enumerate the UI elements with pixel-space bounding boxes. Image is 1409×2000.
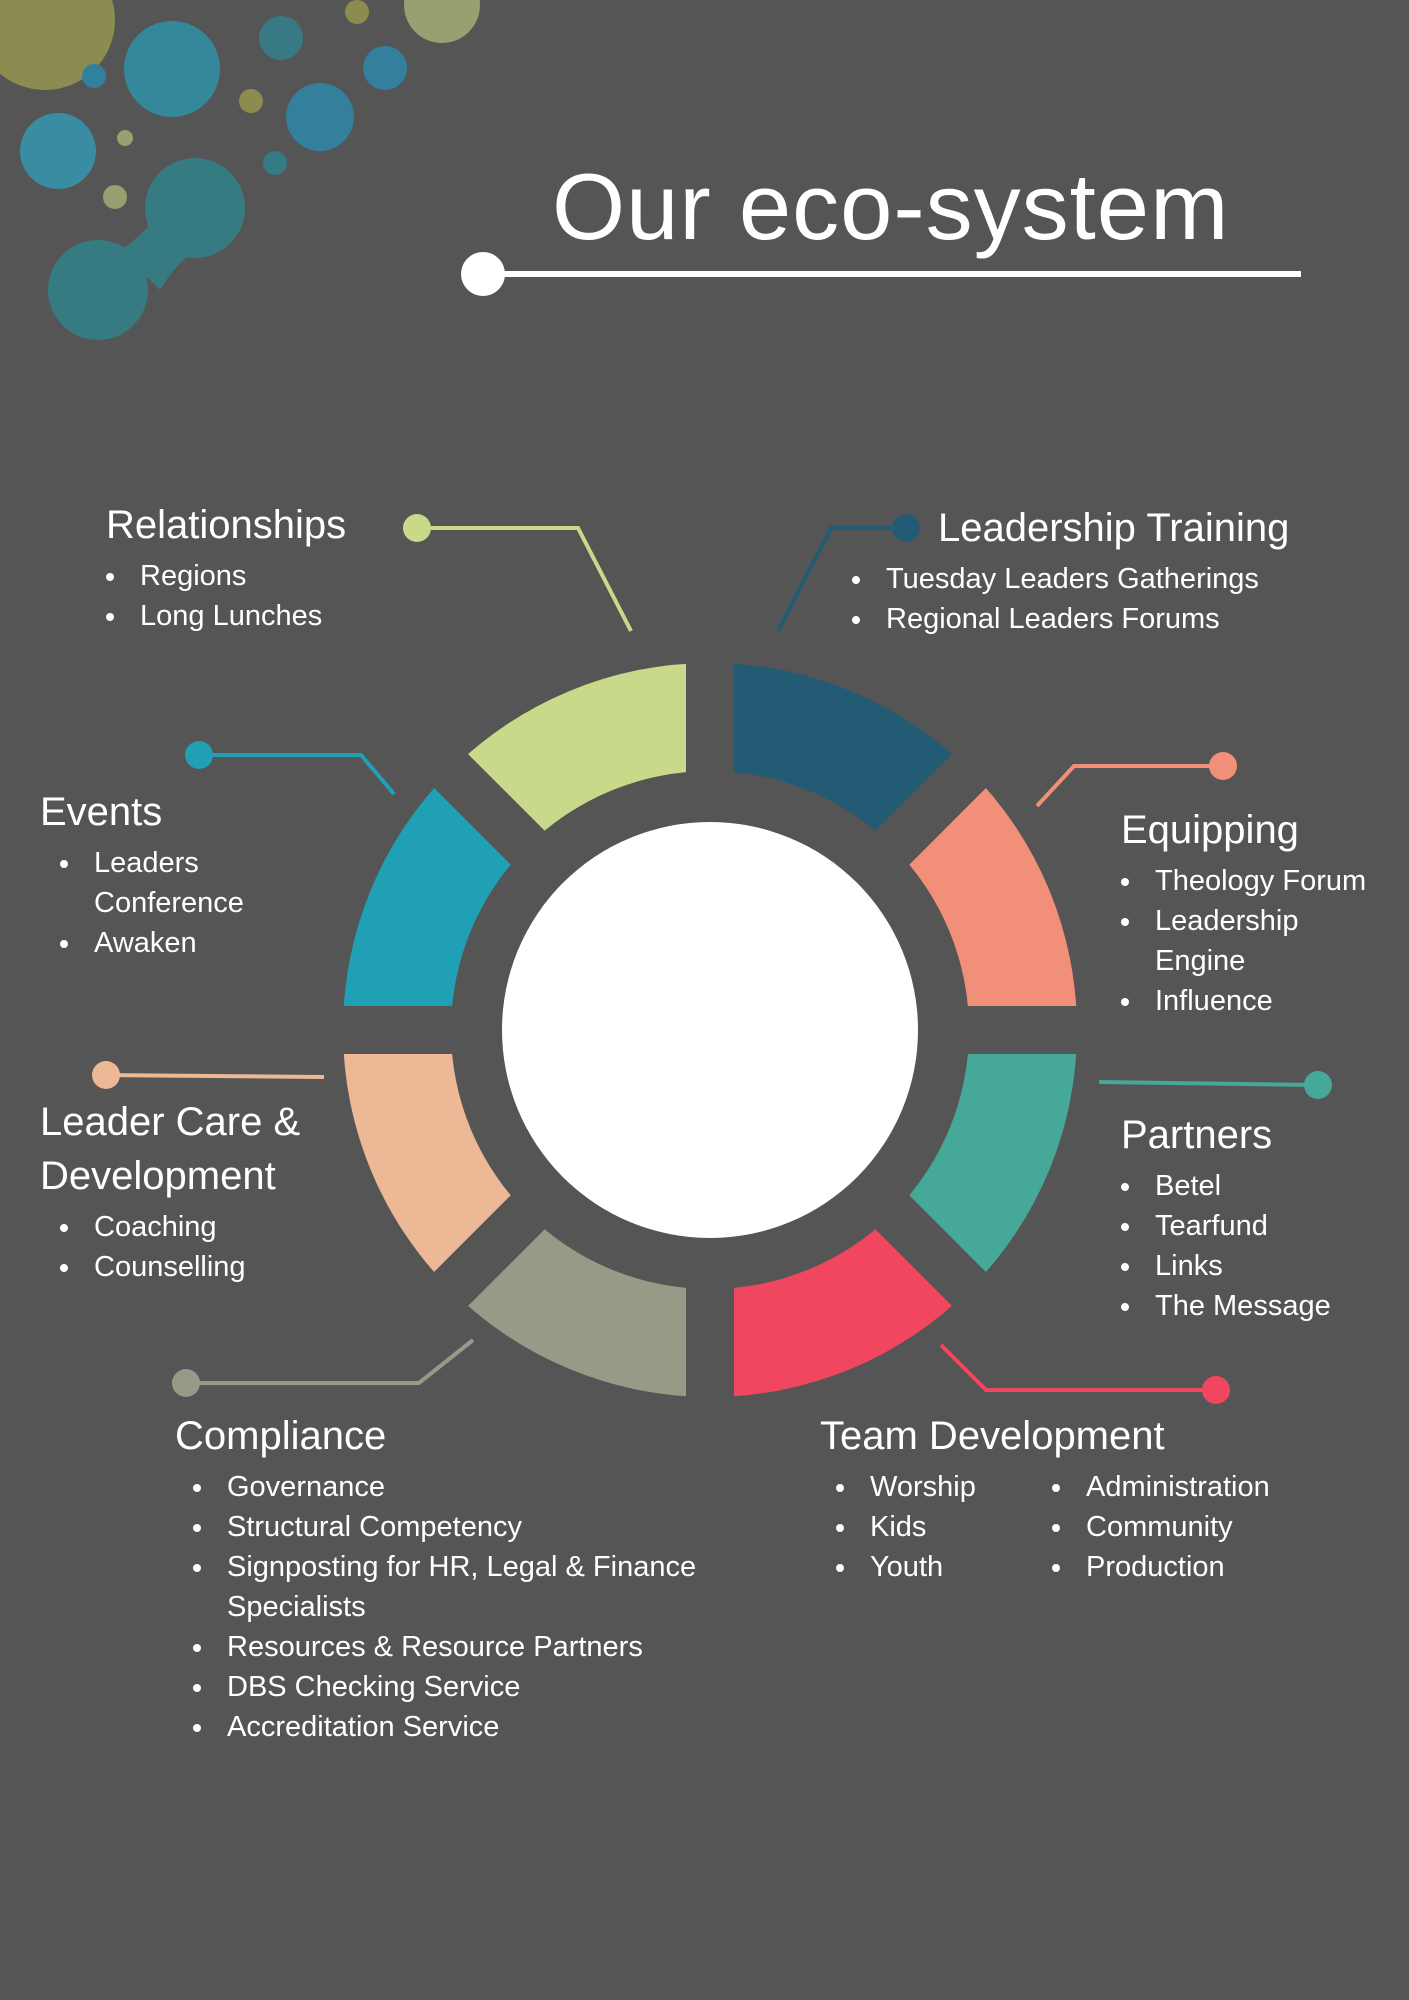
list-item: Accreditation Service	[193, 1707, 753, 1747]
list-item: Tearfund	[1121, 1206, 1331, 1246]
section-title: Compliance	[175, 1414, 387, 1458]
list-item: Long Lunches	[106, 596, 346, 636]
ring-segment-compliance	[450, 1213, 710, 1397]
connector-events	[199, 753, 396, 796]
ring-segment-leadership-training	[710, 663, 970, 847]
section-title: Equipping	[1121, 808, 1299, 852]
list-item: Awaken	[60, 923, 300, 963]
list-item: Structural Competency	[193, 1507, 753, 1547]
section-title: Events	[40, 790, 163, 834]
list-item: Influence	[1121, 981, 1391, 1021]
list-item: Regions	[106, 556, 346, 596]
list-item: Regional Leaders Forums	[852, 599, 1289, 639]
decorative-bubbles	[0, 0, 480, 340]
ring-segment-equipping	[893, 770, 1077, 1030]
connector-relationships	[417, 526, 633, 632]
section-title: Team Development	[820, 1414, 1165, 1458]
title-underline	[461, 252, 1301, 296]
connector-equipping	[1035, 764, 1223, 808]
list-item: Resources & Resource Partners	[193, 1627, 753, 1667]
section-title: Leader Care & Development	[40, 1100, 301, 1198]
list-item: DBS Checking Service	[193, 1667, 753, 1707]
list-item: Youth	[836, 1547, 1012, 1587]
ring-segment-relationships	[450, 663, 710, 847]
list-item: Administration	[1052, 1467, 1270, 1507]
list-item: Community	[1052, 1507, 1270, 1547]
list-item: Tuesday Leaders Gatherings	[852, 559, 1289, 599]
list-item: Kids	[836, 1507, 1012, 1547]
list-item: Leaders Conference	[60, 843, 300, 923]
list-item: Worship	[836, 1467, 1012, 1507]
center-circle	[502, 822, 918, 1238]
list-item: Governance	[193, 1467, 753, 1507]
connector-leader-care	[105, 1073, 325, 1079]
section-title: Leadership Training	[938, 506, 1290, 550]
section-title: Relationships	[106, 503, 347, 547]
ring-segment-partners	[893, 1030, 1077, 1290]
section-leadership-training: Leadership Training Tuesday Leaders Gath…	[852, 501, 1290, 639]
list-item: Leadership Engine	[1121, 901, 1391, 981]
connector-team-development	[939, 1343, 1216, 1392]
ring-segment-events	[343, 770, 527, 1030]
list-item: Coaching	[60, 1207, 380, 1247]
ring-segment-leader-care	[343, 1030, 527, 1290]
list-item: Signposting for HR, Legal & Finance Spec…	[193, 1547, 753, 1627]
list-item: The Message	[1121, 1286, 1331, 1326]
connector-partners	[1098, 1080, 1319, 1087]
ecosystem-ring	[343, 663, 1077, 1397]
list-item: Theology Forum	[1121, 861, 1391, 901]
list-item: Production	[1052, 1547, 1270, 1587]
ring-segment-team-development	[710, 1213, 970, 1397]
connector-compliance	[186, 1338, 475, 1385]
list-item: Counselling	[60, 1247, 380, 1287]
list-item: Links	[1121, 1246, 1331, 1286]
connector-leadership-training	[776, 526, 906, 632]
page-title: Our eco-system	[552, 154, 1230, 259]
list-item: Betel	[1121, 1166, 1331, 1206]
section-title: Partners	[1121, 1113, 1273, 1157]
